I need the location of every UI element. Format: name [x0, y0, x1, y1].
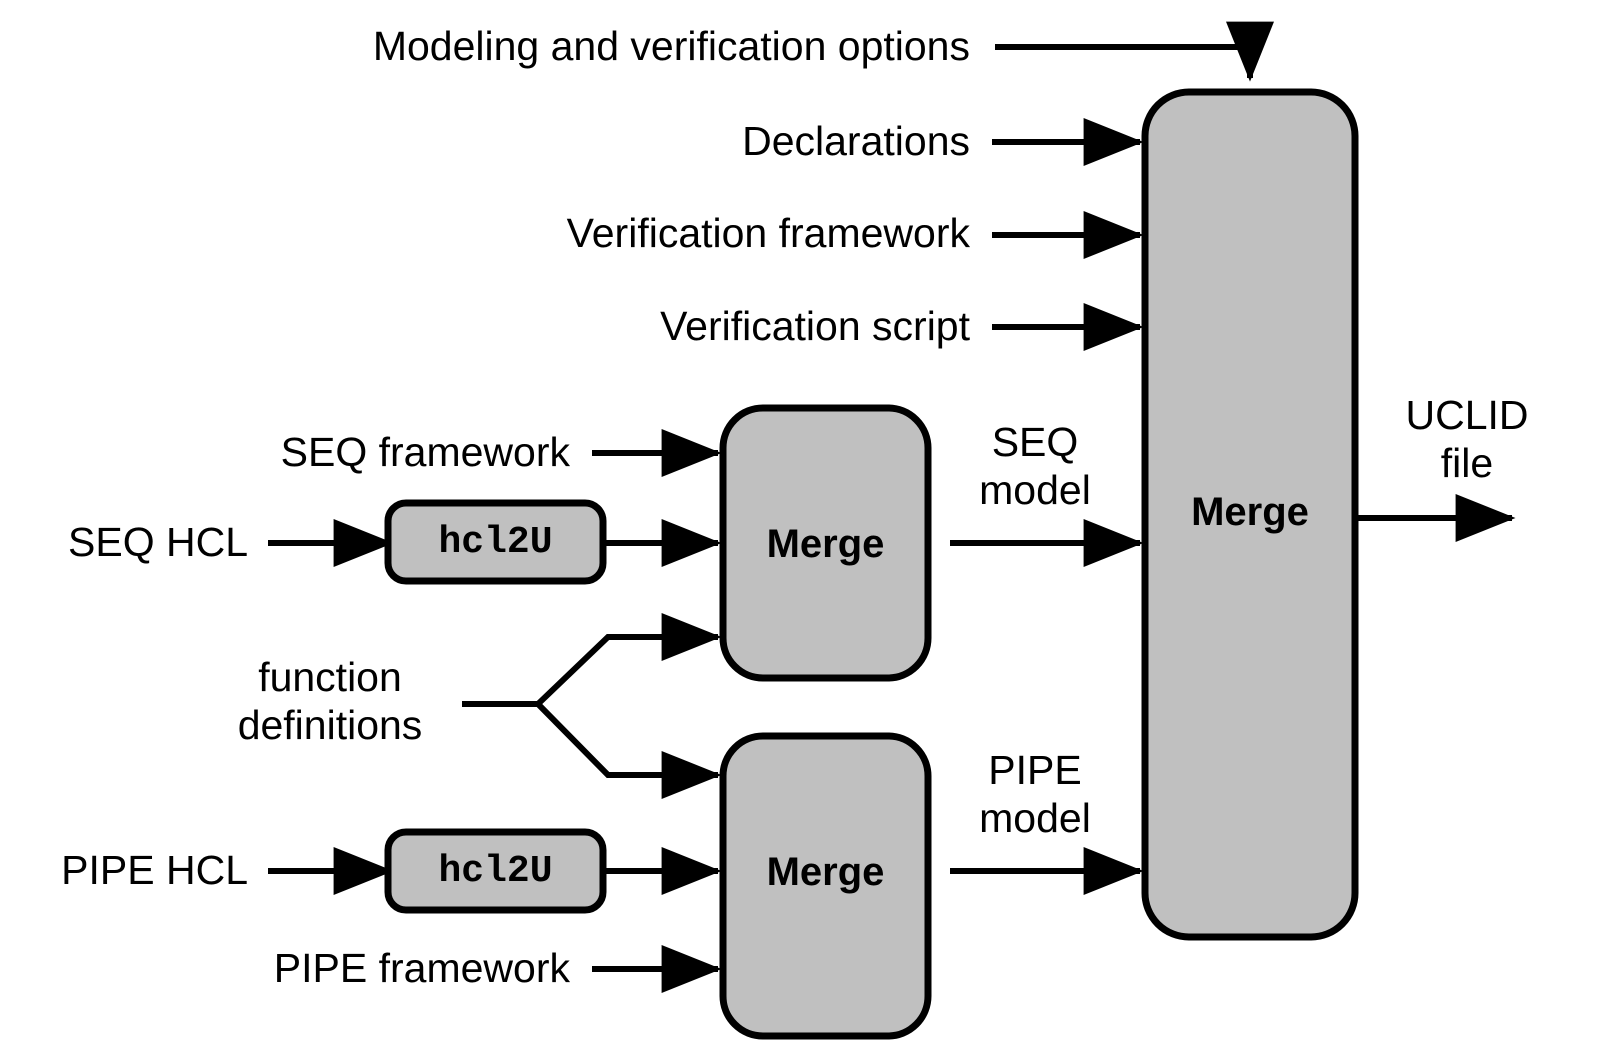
label-seq-hcl: SEQ HCL [68, 519, 248, 565]
label-verification-script: Verification script [660, 303, 970, 349]
label-hcl2u-pipe: hcl2U [438, 850, 553, 893]
label-merge-pipe: Merge [766, 850, 885, 894]
box-merge-final[interactable] [1141, 88, 1359, 941]
arrow-function-definitions [462, 613, 722, 799]
label-verification-framework: Verification framework [566, 210, 970, 256]
box-merge-seq[interactable] [719, 404, 932, 682]
label-pipe-model-line1: PIPE [988, 747, 1082, 793]
label-hcl2u-seq: hcl2U [438, 521, 553, 564]
label-pipe-model-line2: model [979, 795, 1091, 841]
box-hcl2u-pipe[interactable] [384, 828, 607, 914]
label-uclid-file-line2: file [1440, 440, 1494, 486]
label-pipe-hcl: PIPE HCL [61, 847, 248, 893]
label-seq-framework: SEQ framework [280, 429, 570, 475]
box-hcl2u-seq[interactable] [384, 499, 607, 585]
label-merge-seq: Merge [766, 522, 885, 566]
label-seq-model-line1: SEQ [991, 419, 1079, 465]
label-merge-final: Merge [1191, 490, 1309, 534]
label-uclid-file-line1: UCLID [1405, 392, 1529, 438]
label-function-definitions-line2: definitions [237, 702, 423, 748]
label-declarations: Declarations [742, 118, 970, 164]
box-merge-pipe[interactable] [719, 732, 932, 1040]
label-pipe-framework: PIPE framework [273, 945, 570, 991]
label-function-definitions-line1: function [258, 654, 402, 700]
arrow-modeling-options [995, 21, 1274, 82]
label-seq-model-line2: model [979, 467, 1091, 513]
label-modeling-options: Modeling and verification options [372, 23, 970, 69]
